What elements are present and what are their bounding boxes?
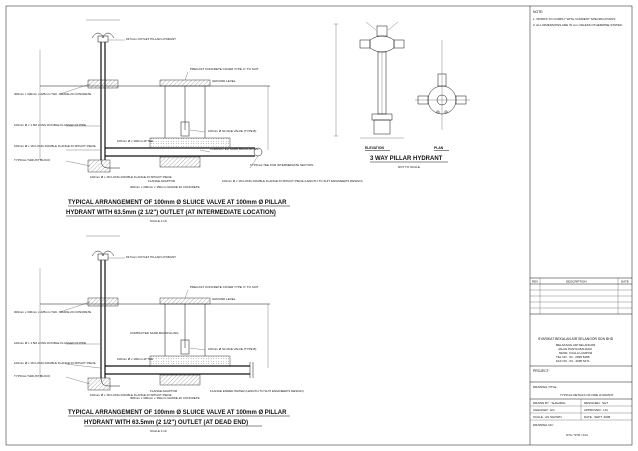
sluice-valve-bottom [180, 339, 190, 355]
drawing-no: SYA / STD / 014 [566, 433, 588, 437]
bottom-label-outlet: 63.5mm OUTLET PILLAR HYDRANT [126, 255, 176, 259]
top-label-block-spigot: 100mm Ø x 1M LONG DOUBLE FLANGE DI SPIGO… [90, 175, 172, 179]
top-label-outlet: 63.5mm OUTLET PILLAR HYDRANT [126, 37, 176, 41]
precast-cover [159, 79, 211, 87]
company-name: SYARIKAT BEKALAN AIR SELANGOR SDN BHD [538, 337, 614, 341]
drawing-title: TYPICAL DETAILS OF FIRE HYDRANT [560, 393, 614, 397]
company-address-3: 59200, KUALA LUMPUR [559, 351, 593, 355]
notes-heading: NOTE: [533, 10, 543, 14]
top-title-line1: TYPICAL ARRANGEMENT OF 100mm Ø SLUICE VA… [68, 200, 287, 206]
bottom-label-concrete: 300mm x 300mm x 225mm THK. GRADE 20 CONC… [14, 310, 91, 314]
bottom-label-adaptor: FLANGE ADAPTOR [150, 389, 178, 393]
bottom-label-ground: GROUND LEVEL [212, 297, 236, 301]
drawing-no-label: DRAWING NO : [533, 423, 555, 427]
top-label-thrust: TYPICAL THRUST BLOCK [14, 158, 50, 162]
hydrant-body-elevation [369, 35, 395, 53]
elevation-label: ELEVATION [365, 146, 384, 150]
top-title-line2: HYDRANT WITH 63.5mm (2 1/2") OUTLET (AT … [66, 210, 276, 216]
bottom-label-double-flanged: 100mm Ø x 1.5M LONG DOUBLE FLANGED DI PI… [14, 341, 86, 345]
bottom-label-cover: PRECAST CONCRETE COVER TYPE 'C' TO SUIT [190, 285, 259, 289]
thrust-block [87, 159, 111, 173]
designed-by: DESIGNED : SHT [584, 401, 608, 405]
company-address-1: BELAKANG AIR SELANGOR [556, 343, 596, 347]
bottom-label-compacted: COMPACTED SAND BACKFILLING [130, 331, 179, 335]
approved-by: APPROVED : LFL [584, 408, 609, 412]
top-label-double-flanged: 100mm Ø x 1.5M LONG DOUBLE FLANGED DI PI… [14, 123, 86, 127]
bottom-arrangement-drawing: 63.5mm OUTLET PILLAR HYDRANT PRECAST CON… [14, 235, 304, 433]
hydrant-scale: NOT TO SCALE [398, 165, 420, 169]
top-label-block: 300mm x 300mm x 150mm GRADE 20 CONCRETE [130, 185, 200, 189]
sluice-valve [180, 121, 190, 137]
bottom-label-block-spigot: 100mm Ø x 1M LONG DOUBLE FLANGE DI SPIGO… [90, 393, 172, 397]
top-arrangement-drawing: 63.5mm OUTLET PILLAR HYDRANT PRECAST CON… [14, 19, 363, 223]
top-label-spigot-left: 100mm Ø x 1M LONG DOUBLE FLANGE DI SPIGO… [14, 144, 96, 148]
drawing-scale: SCALE : AS SHOWN [533, 415, 562, 419]
drawing-date: DATE : SEPT. 2008 [584, 415, 610, 419]
checked-by: CHECKED : HG [533, 408, 555, 412]
rev-header-description: DESCRIPTION [566, 280, 587, 284]
top-label-adaptor: FLANGE ADAPTOR [148, 179, 176, 183]
note-line-2: 2. ALL DIMENSIONS ARE IN mm UNLESS OTHER… [533, 23, 623, 27]
top-label-concrete: 300mm x 300mm x 225mm THK. GRADE 20 CONC… [14, 92, 91, 96]
top-label-tee: 100mm Ø x 100mm Ø TEE [117, 139, 153, 143]
project-label: PROJECT: [533, 369, 549, 373]
bottom-label-valve: 100mm Ø SLUICE VALVE (TYPE B) [208, 347, 256, 351]
precast-cover-bottom [159, 297, 211, 305]
top-label-cover: PRECAST CONCRETE COVER TYPE 'C' TO SUIT [190, 67, 259, 71]
top-label-valve: 100mm Ø SLUICE VALVE (TYPE B) [208, 129, 256, 133]
drawing-title-label: DRAWING TITLE : [533, 385, 558, 389]
company-address-5: FAX NO : 03 - 2095 5471 [556, 359, 590, 363]
concrete-support [159, 156, 201, 168]
rev-header-date: DATE [621, 280, 629, 284]
bottom-label-spigot-left: 100mm Ø x 1M LONG DOUBLE FLANGE DI SPIGO… [14, 361, 96, 365]
bottom-label-thrust: TYPICAL THRUST BLOCK [14, 374, 50, 378]
bottom-title-line2: HYDRANT WITH 63.5mm (2 1/2") OUTLET (AT … [84, 420, 248, 426]
top-label-compacted: COMPACTED SAND BACKFILLING [210, 147, 259, 151]
drawn-by: DRAWN BY : SHAHRUL [533, 401, 566, 405]
sand-backfill [149, 137, 231, 149]
company-address-4: TEL NO : 03 - 2095 5488 [556, 355, 590, 359]
top-label-lifting: 100mm Ø x 1M LONG DOUBLE FLANGE DI SPIGO… [222, 179, 363, 183]
bottom-label-flange-end: FLANGE ENDED WATER (LENGTH TO SUIT ENGIN… [210, 389, 304, 393]
bottom-scale: SCALE 1:10 [150, 429, 167, 433]
plan-label: PLAN [434, 146, 444, 150]
bottom-title-line1: TYPICAL ARRANGEMENT OF 100mm Ø SLUICE VA… [68, 410, 287, 416]
hydrant-head-bottom [91, 250, 115, 257]
top-label-ground: GROUND LEVEL [212, 79, 236, 83]
hydrant-views: ELEVATION PLAN 3 WAY PILLAR HYDRANT NOT … [334, 21, 470, 169]
rev-header-rev: REV [532, 280, 538, 284]
bottom-label-tee: 100mm Ø x 100mm Ø TEE [117, 357, 153, 361]
note-line-1: 1. WORKS TO COMPLY WITH CURRENT SPECIFIC… [533, 17, 615, 21]
top-label-typical-tee: TYPICAL TEE FOR INTERMEDIATE SECTION [250, 163, 313, 167]
hydrant-title: 3 WAY PILLAR HYDRANT [370, 156, 443, 162]
bottom-label-block: 300mm x 300mm x 150mm GRADE 20 CONCRETE [130, 396, 200, 400]
top-scale: SCALE 1:10 [150, 219, 167, 223]
title-block: NOTE: 1. WORKS TO COMPLY WITH CURRENT SP… [530, 10, 632, 437]
sheet-border [5, 5, 633, 446]
hydrant-head [91, 32, 115, 39]
company-address-2: JALAN PANTAI BAHARU [558, 347, 592, 351]
hydrant-concrete-collar [87, 79, 119, 89]
